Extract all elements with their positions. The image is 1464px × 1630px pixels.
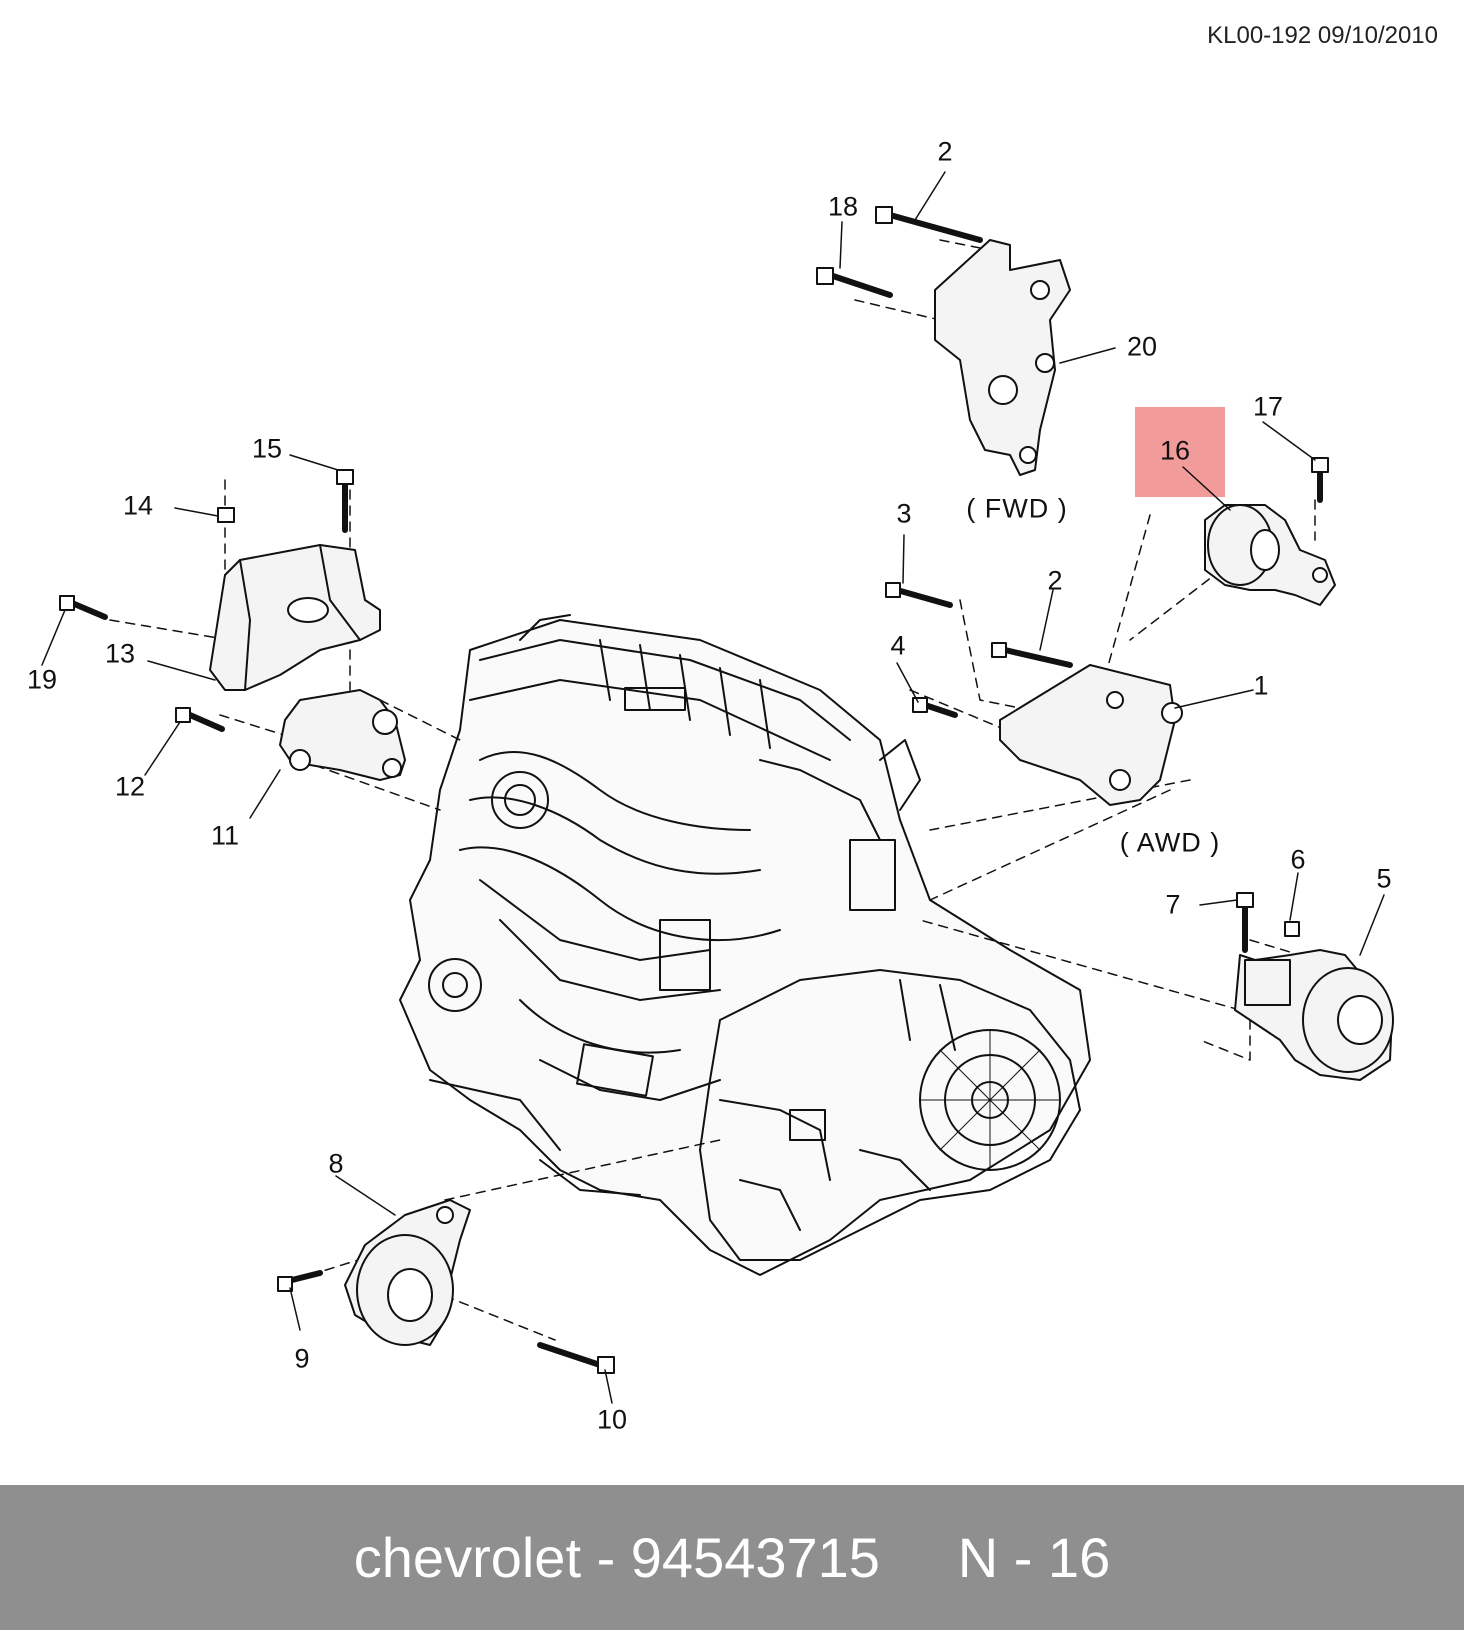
diagram-drawing [41,171,1394,1404]
mount-11 [279,689,406,781]
callout-4: 4 [890,630,906,661]
callout-19: 19 [26,664,58,695]
callout-6: 6 [1290,844,1306,875]
callout-5: 5 [1376,863,1392,894]
callout-13: 13 [104,638,136,669]
callout-15: 15 [251,433,283,464]
callout-18: 18 [827,191,859,222]
mount-5 [1234,949,1394,1081]
mount-13 [209,544,381,691]
callout-2-top: 2 [937,136,953,167]
callout-9: 9 [294,1343,310,1374]
mount-8 [344,1199,471,1346]
document-id-date: KL00-192 09/10/2010 [1207,22,1438,49]
highlight-box [1135,407,1225,497]
bracket-20 [934,239,1071,476]
callout-8: 8 [328,1148,344,1179]
label-fwd: ( FWD ) [966,493,1068,524]
engine-assembly [399,614,1091,1276]
footer-bar: chevrolet - 94543715 N - 16 [0,1485,1464,1630]
callout-12: 12 [114,771,146,802]
callout-16: 16 [1159,435,1191,466]
callout-7: 7 [1165,889,1181,920]
callout-1: 1 [1253,670,1269,701]
bracket-1 [999,664,1183,806]
bolts [59,206,1329,1374]
mount-16 [1204,504,1336,606]
callout-20: 20 [1126,331,1158,362]
callout-11: 11 [210,820,240,851]
callout-2-awd: 2 [1047,565,1063,596]
footer-text: chevrolet - 94543715 N - 16 [353,1526,1111,1589]
callout-17: 17 [1252,391,1284,422]
callout-10: 10 [596,1404,628,1435]
callout-3: 3 [896,498,912,529]
label-awd: ( AWD ) [1119,827,1221,858]
parts-diagram: KL00-192 09/10/2010 [26,22,1438,1435]
callout-14: 14 [122,490,154,521]
